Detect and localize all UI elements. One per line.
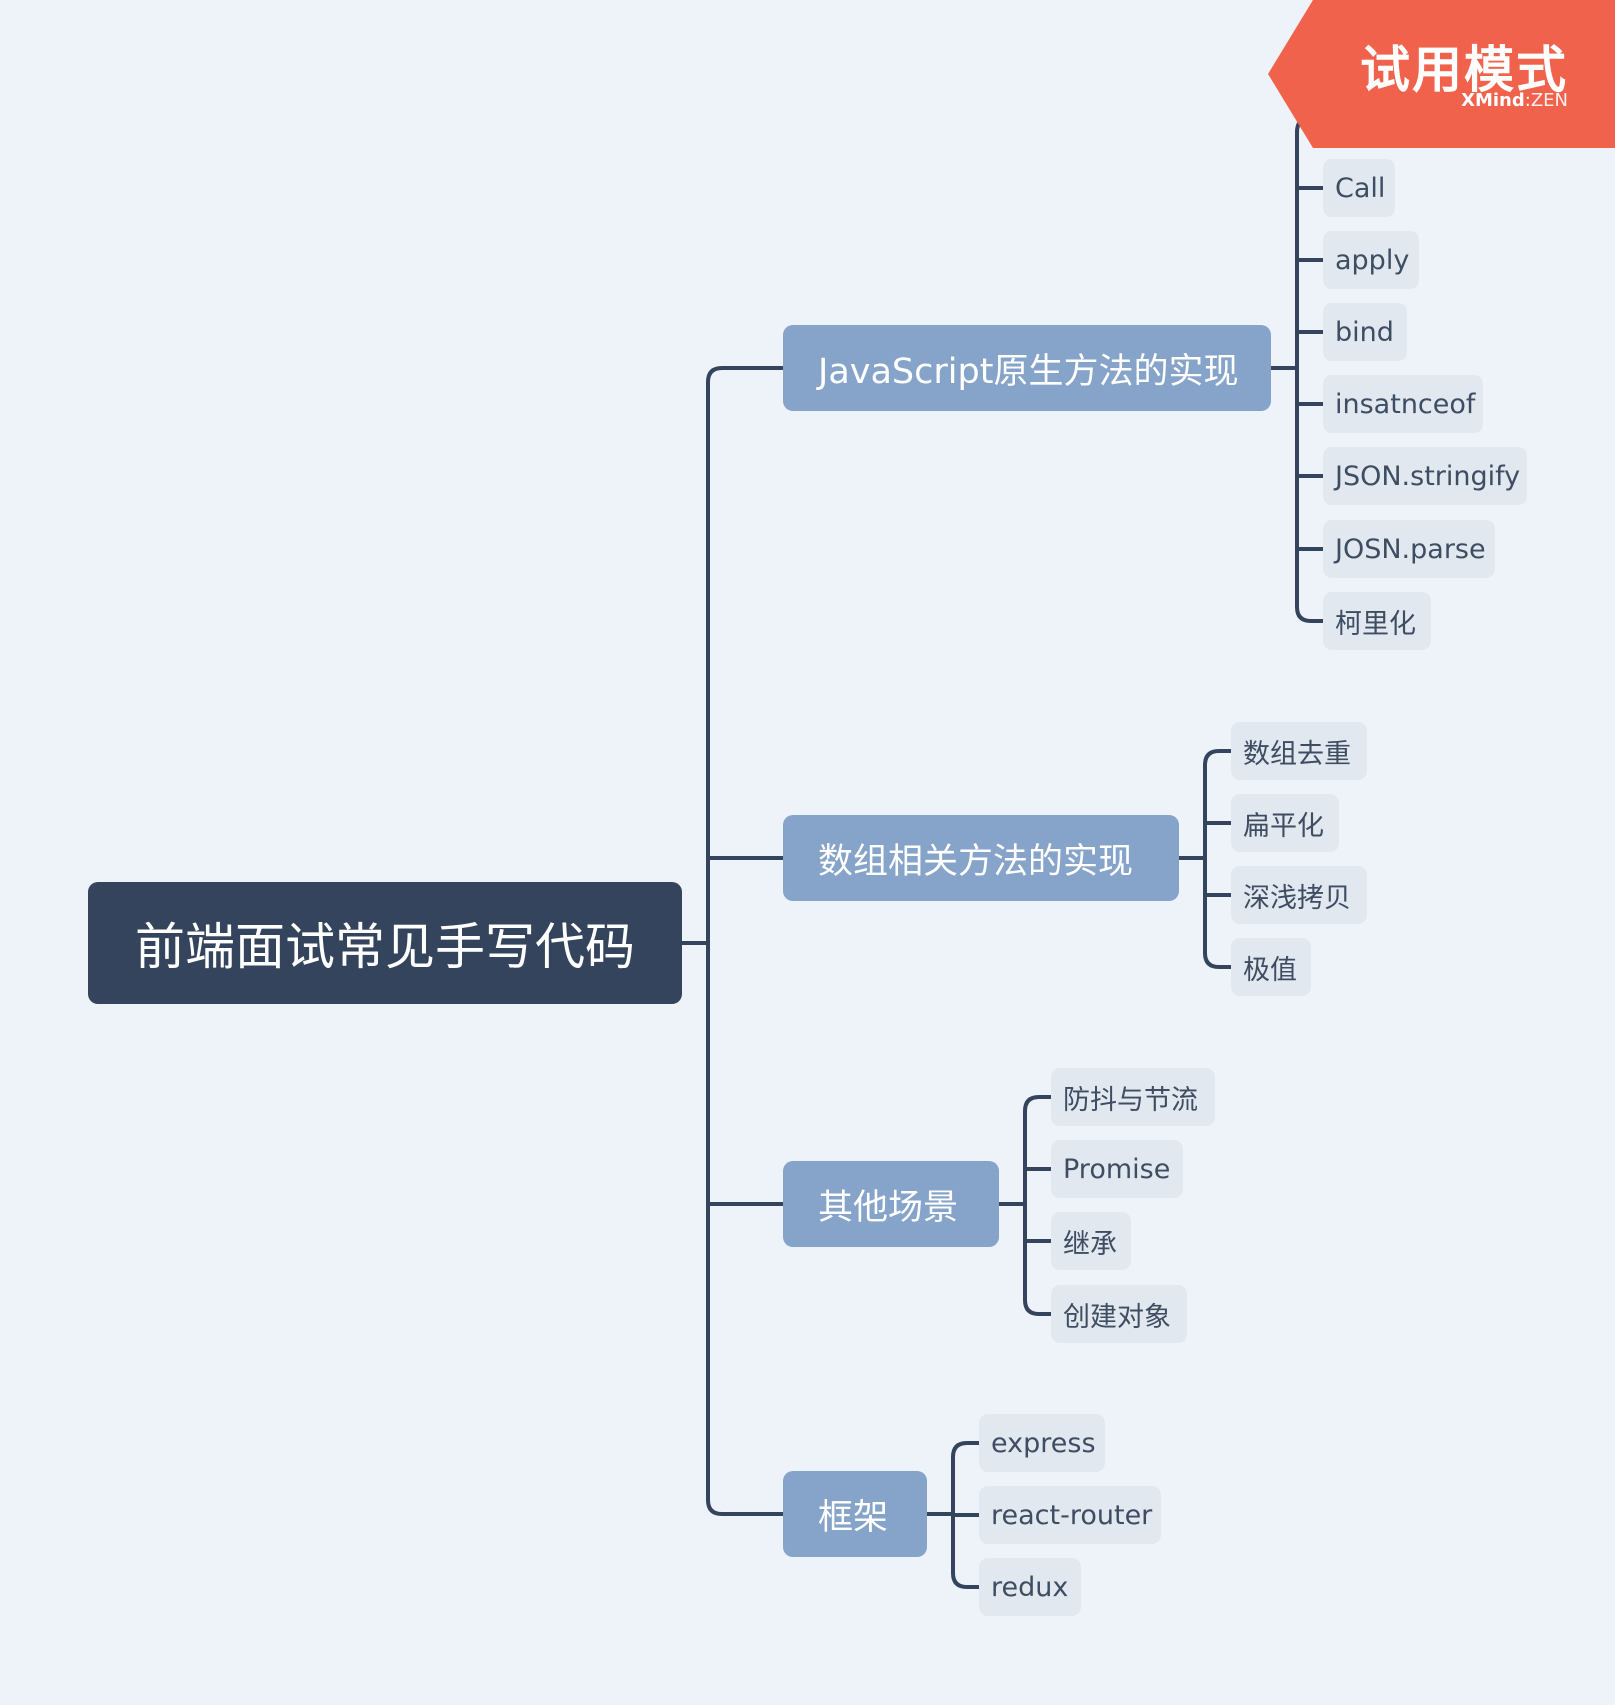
branch-3-connector-2 [951, 1571, 981, 1589]
leaf-label: JOSN.parse [1335, 533, 1486, 565]
leaf-call[interactable]: Call [1323, 159, 1395, 217]
branch-label: 数组相关方法的实现 [818, 841, 1134, 882]
root-topic-label: 前端面试常见手写代码 [135, 918, 635, 976]
leaf-create-object[interactable]: 创建对象 [1051, 1285, 1187, 1343]
branch-1-connector-3 [1203, 951, 1233, 969]
leaf-label: new [1335, 102, 1391, 134]
leaf-redux[interactable]: redux [979, 1558, 1081, 1616]
leaf-label: redux [991, 1571, 1069, 1603]
leaf-debounce-throttle[interactable]: 防抖与节流 [1051, 1068, 1215, 1126]
leaf-label: 创建对象 [1063, 1301, 1171, 1333]
leaf-flatten[interactable]: 扁平化 [1231, 794, 1339, 852]
branch-frameworks[interactable]: 框架 [783, 1471, 927, 1557]
branch-label: JavaScript原生方法的实现 [818, 351, 1239, 392]
leaf-new[interactable]: new [1323, 89, 1403, 147]
leaf-label: 防抖与节流 [1063, 1084, 1198, 1116]
branch-other-scenarios[interactable]: 其他场景 [783, 1161, 999, 1247]
leaf-currying[interactable]: 柯里化 [1323, 592, 1431, 650]
root-topic[interactable]: 前端面试常见手写代码 [88, 882, 682, 1004]
leaf-label: apply [1335, 244, 1410, 276]
leaf-instanceof[interactable]: insatnceof [1323, 375, 1483, 433]
leaf-label: 极值 [1243, 954, 1297, 986]
leaf-label: Call [1335, 172, 1386, 204]
leaf-label: insatnceof [1335, 388, 1476, 420]
leaf-json-parse[interactable]: JOSN.parse [1323, 520, 1495, 578]
leaf-label: Promise [1063, 1153, 1171, 1185]
leaf-inheritance[interactable]: 继承 [1051, 1212, 1131, 1270]
leaf-label: 柯里化 [1335, 608, 1416, 640]
root-connector-0 [706, 366, 785, 384]
branch-array-methods[interactable]: 数组相关方法的实现 [783, 815, 1179, 901]
root-connector-3 [706, 1498, 785, 1516]
branch-2-connector-3 [1023, 1298, 1053, 1316]
branch-js-native-methods[interactable]: JavaScript原生方法的实现 [783, 325, 1271, 411]
branch-3-connector-0 [951, 1441, 981, 1459]
leaf-promise[interactable]: Promise [1051, 1140, 1183, 1198]
leaf-label: JSON.stringify [1335, 460, 1521, 492]
leaf-label: 继承 [1063, 1228, 1117, 1260]
leaf-label: 深浅拷贝 [1243, 882, 1351, 914]
leaf-label: react-router [991, 1499, 1153, 1531]
leaf-label: express [991, 1427, 1096, 1459]
leaf-label: 扁平化 [1243, 810, 1324, 842]
leaf-extremum[interactable]: 极值 [1231, 938, 1311, 996]
leaf-array-dedupe[interactable]: 数组去重 [1231, 722, 1367, 780]
leaf-react-router[interactable]: react-router [979, 1486, 1161, 1544]
leaf-label: 数组去重 [1243, 738, 1351, 770]
branch-2-connector-0 [1023, 1095, 1053, 1113]
leaf-apply[interactable]: apply [1323, 231, 1419, 289]
branch-0-connector-7 [1295, 605, 1325, 623]
leaf-deep-shallow-copy[interactable]: 深浅拷贝 [1231, 866, 1367, 924]
leaf-label: bind [1335, 316, 1394, 348]
branch-1-connector-0 [1203, 749, 1233, 767]
leaf-json-stringify[interactable]: JSON.stringify [1323, 447, 1527, 505]
leaf-bind[interactable]: bind [1323, 303, 1407, 361]
leaf-express[interactable]: express [979, 1414, 1105, 1472]
branch-label: 框架 [818, 1497, 889, 1538]
branch-label: 其他场景 [818, 1187, 959, 1228]
branch-0-connector-0 [1295, 116, 1325, 134]
